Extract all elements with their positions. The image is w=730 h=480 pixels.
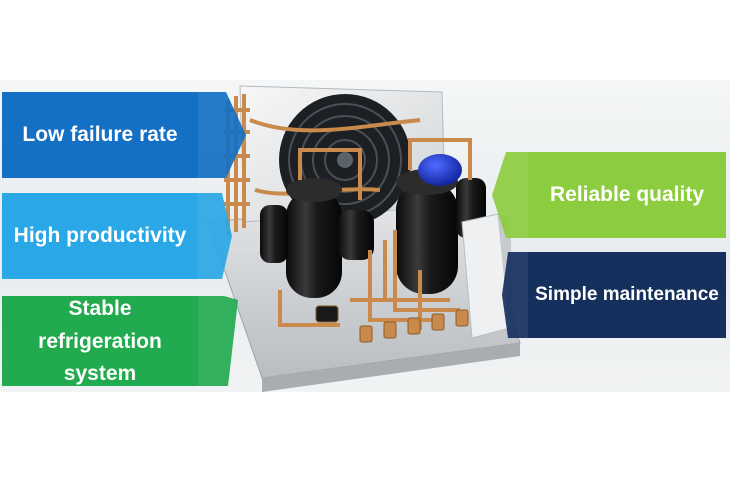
feature-low-failure-rate-text: Low failure rate (22, 122, 178, 146)
feature-simple-maintenance: Simple maintenance (528, 252, 726, 338)
feature-simple-maintenance-text: Simple maintenance (535, 284, 719, 306)
feature-stable-line1: Stable (68, 297, 132, 321)
tile-connectors (198, 92, 528, 386)
feature-high-productivity-text: High productivity (13, 223, 187, 247)
feature-low-failure-rate: Low failure rate (2, 92, 198, 178)
feature-stable-line2: refrigeration system (38, 329, 162, 386)
feature-stable-refrigeration: Stable refrigeration system (2, 296, 198, 386)
blue-valve (418, 154, 462, 186)
compressor-left (260, 178, 374, 298)
feature-reliable-quality: Reliable quality (528, 152, 726, 238)
service-valves (315, 305, 469, 343)
copper-piping (278, 138, 472, 330)
feature-reliable-quality-text: Reliable quality (549, 182, 705, 206)
feature-high-productivity: High productivity (2, 193, 198, 279)
